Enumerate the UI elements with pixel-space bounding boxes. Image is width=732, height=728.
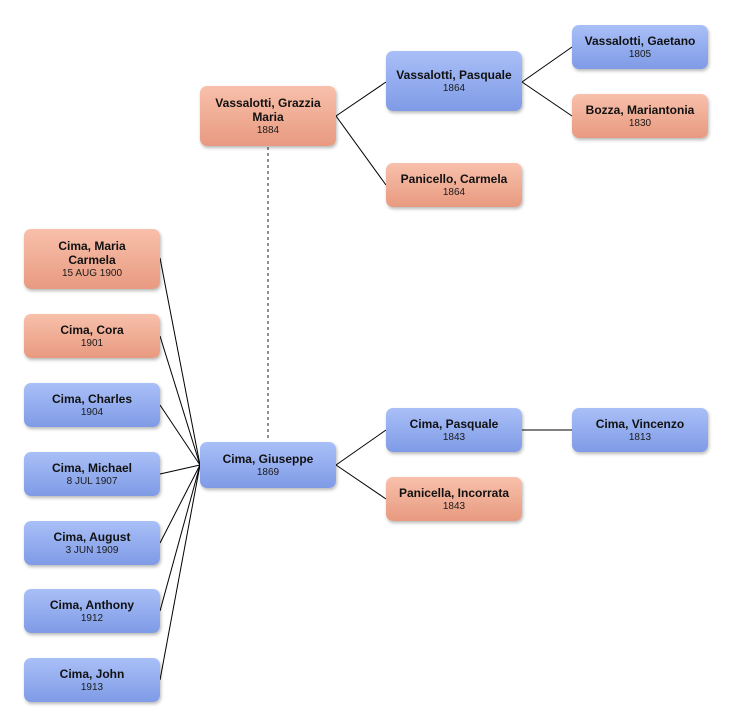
- person-name: Panicella, Incorrata: [398, 485, 510, 500]
- person-year: 1830: [628, 117, 652, 129]
- person-name: Vassalotti, Pasquale: [396, 67, 512, 82]
- child-connector: [159, 404, 201, 466]
- child-connector: [159, 464, 201, 544]
- person-name: Cima, Anthony: [49, 597, 135, 612]
- person-name: Cima, Cora: [60, 322, 124, 337]
- person-year: 1805: [628, 48, 652, 60]
- child-connector: [159, 335, 201, 466]
- parent-connector: [335, 429, 387, 466]
- person-node-cima-pasquale[interactable]: Cima, Pasquale 1843: [386, 408, 522, 452]
- person-year: 1864: [442, 186, 466, 198]
- person-node-vassalotti-gaetano[interactable]: Vassalotti, Gaetano 1805: [572, 25, 708, 69]
- child-connector: [159, 464, 201, 475]
- person-year: 1864: [442, 82, 466, 94]
- person-year: 1901: [80, 337, 104, 349]
- person-name: Vassalotti, Grazzia Maria: [215, 95, 321, 124]
- person-name: Panicello, Carmela: [400, 171, 508, 186]
- person-year: 1912: [80, 612, 104, 624]
- person-node-cima-john[interactable]: Cima, John 1913: [24, 658, 160, 702]
- person-name: Cima, Pasquale: [409, 416, 499, 431]
- person-year: 1843: [442, 500, 466, 512]
- person-name: Cima, Maria Carmela: [58, 238, 126, 267]
- person-year: 1813: [628, 431, 652, 443]
- person-node-vassalotti-grazzia[interactable]: Vassalotti, Grazzia Maria 1884: [200, 86, 336, 146]
- parent-connector: [521, 81, 573, 117]
- person-node-cima-cora[interactable]: Cima, Cora 1901: [24, 314, 160, 358]
- person-name: Cima, August: [53, 529, 131, 544]
- person-year: 1869: [256, 466, 280, 478]
- person-node-cima-august[interactable]: Cima, August 3 JUN 1909: [24, 521, 160, 565]
- person-name: Cima, Charles: [51, 391, 133, 406]
- person-node-cima-michael[interactable]: Cima, Michael 8 JUL 1907: [24, 452, 160, 496]
- person-year: 1884: [256, 124, 280, 136]
- parent-connector: [335, 81, 387, 117]
- parent-connector: [335, 464, 387, 500]
- person-name: Cima, John: [59, 666, 125, 681]
- person-node-panicella-incorrata[interactable]: Panicella, Incorrata 1843: [386, 477, 522, 521]
- person-node-panicello-carmela[interactable]: Panicello, Carmela 1864: [386, 163, 522, 207]
- child-connector: [159, 464, 201, 681]
- person-name: Bozza, Mariantonia: [585, 102, 695, 117]
- person-node-cima-giuseppe[interactable]: Cima, Giuseppe 1869: [200, 442, 336, 488]
- person-year: 3 JUN 1909: [65, 544, 119, 556]
- child-connector: [159, 257, 201, 466]
- person-node-cima-anthony[interactable]: Cima, Anthony 1912: [24, 589, 160, 633]
- person-year: 1913: [80, 681, 104, 693]
- person-name: Cima, Giuseppe: [222, 451, 314, 466]
- person-node-cima-vincenzo[interactable]: Cima, Vincenzo 1813: [572, 408, 708, 452]
- person-node-cima-maria-carmela[interactable]: Cima, Maria Carmela 15 AUG 1900: [24, 229, 160, 289]
- person-name: Cima, Vincenzo: [595, 416, 685, 431]
- child-connector: [159, 464, 201, 612]
- parent-connector: [335, 115, 387, 186]
- person-year: 15 AUG 1900: [61, 267, 123, 279]
- person-node-vassalotti-pasquale[interactable]: Vassalotti, Pasquale 1864: [386, 51, 522, 111]
- person-year: 8 JUL 1907: [66, 475, 118, 487]
- person-node-cima-charles[interactable]: Cima, Charles 1904: [24, 383, 160, 427]
- person-name: Vassalotti, Gaetano: [584, 33, 696, 48]
- person-name: Cima, Michael: [51, 460, 133, 475]
- person-year: 1904: [80, 406, 104, 418]
- person-year: 1843: [442, 431, 466, 443]
- person-node-bozza-mariantonia[interactable]: Bozza, Mariantonia 1830: [572, 94, 708, 138]
- parent-connector: [521, 46, 573, 83]
